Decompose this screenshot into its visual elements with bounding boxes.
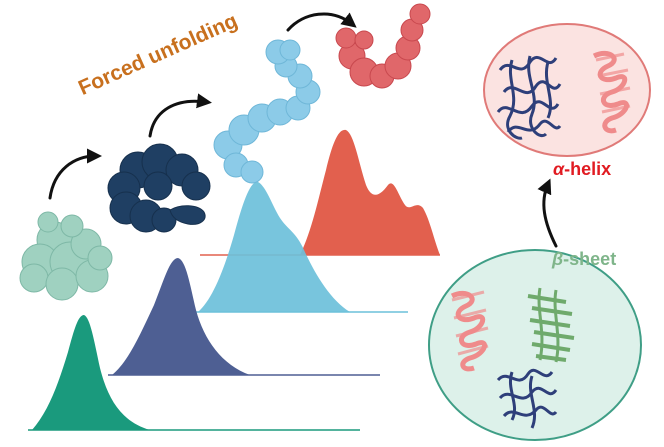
beta-sheet-ellipse (428, 249, 642, 441)
extended-protein-state (213, 39, 321, 184)
random-coil-icon (496, 368, 558, 429)
peak-2-area (112, 258, 250, 375)
peak-1-area (32, 315, 150, 430)
arrow-icon (286, 12, 357, 32)
peak-4-area (300, 129, 440, 255)
alpha-word: -helix (564, 159, 612, 179)
alpha-helix-label: α-helix (553, 160, 611, 178)
folded-protein-state (19, 211, 113, 301)
arrow-icon (48, 148, 102, 200)
beta-symbol: β (552, 249, 564, 269)
beta-word: -sheet (563, 249, 617, 269)
beta-sheet-icon (527, 287, 575, 363)
alpha-helix-icon (450, 290, 489, 372)
peak-3-area (198, 181, 350, 312)
compact-protein-state (107, 143, 211, 233)
random-coil-icon (496, 55, 562, 140)
arrow-icon (537, 178, 558, 248)
peak-2-distribution (108, 258, 380, 376)
alpha-symbol: α (553, 159, 565, 179)
peak-1-distribution (28, 315, 360, 431)
arrow-icon (148, 93, 212, 138)
beta-sheet-label: β-sheet (552, 250, 616, 268)
alpha-helix-icon (592, 50, 631, 134)
unfolded-protein-state (335, 3, 431, 89)
arrows (48, 12, 558, 248)
alpha-helix-ellipse (483, 23, 651, 157)
peak-3-distribution (195, 181, 408, 313)
